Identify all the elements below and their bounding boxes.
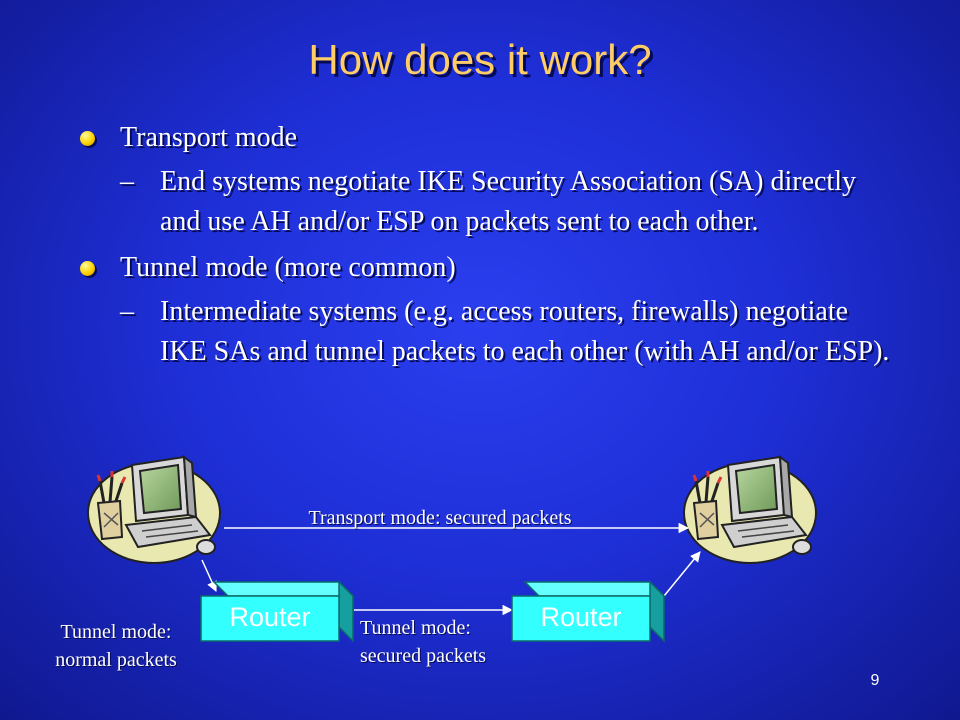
sub-bullet-tunnel: – Intermediate systems (e.g. access rout… <box>72 292 892 372</box>
bullet-heading: Transport mode <box>120 122 298 153</box>
sub-bullet-text: Intermediate systems (e.g. access router… <box>160 296 890 367</box>
dash: – <box>120 166 134 197</box>
router-box-icon <box>200 580 355 643</box>
bullet-list: Transport mode – End systems negotiate I… <box>72 118 892 378</box>
bullet-heading: Tunnel mode (more common) <box>120 252 456 283</box>
tunnel-arrow-down <box>201 559 217 592</box>
transport-mode-label: Transport mode: secured packets <box>308 507 572 529</box>
bullet-transport-mode: Transport mode <box>72 118 892 158</box>
tunnel-normal-label-line2: normal packets <box>55 649 177 671</box>
tunnel-secured-label-line1: Tunnel mode: <box>360 617 471 639</box>
computer-icon <box>87 454 221 564</box>
computer-icon <box>683 454 817 564</box>
tunnel-normal-label: Tunnel mode: normal packets <box>28 618 204 674</box>
tunnel-arrow-up <box>663 551 701 597</box>
tunnel-normal-label-line1: Tunnel mode: <box>60 621 172 643</box>
router-box-icon <box>511 580 666 643</box>
bullet-dot-icon <box>80 131 95 146</box>
bullet-tunnel-mode: Tunnel mode (more common) <box>72 248 892 288</box>
tunnel-secured-label-line2: secured packets <box>360 645 487 667</box>
sub-bullet-text: End systems negotiate IKE Security Assoc… <box>160 166 856 237</box>
page-number: 9 <box>870 672 880 689</box>
sub-bullet-transport: – End systems negotiate IKE Security Ass… <box>72 162 892 242</box>
dash: – <box>120 296 134 327</box>
router-right-label: Router <box>540 602 622 632</box>
slide-title: How does it work? <box>308 36 652 83</box>
tunnel-secured-label: Tunnel mode: secured packets <box>360 614 520 670</box>
bullet-dot-icon <box>80 261 95 276</box>
router-left-label: Router <box>229 602 311 632</box>
